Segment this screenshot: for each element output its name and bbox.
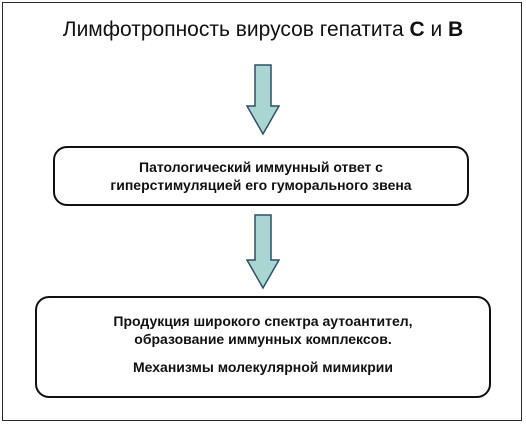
arrow-shape: [246, 64, 280, 136]
immune-response-box: Патологический иммунный ответ с гиперсти…: [53, 146, 469, 206]
title-text: Лимфотропность вирусов гепатита: [62, 18, 410, 41]
title-conjunction: и: [424, 18, 449, 41]
autoantibody-box: Продукция широкого спектра аутоантител, …: [35, 296, 491, 398]
arrow-shape: [246, 214, 280, 290]
title-letter-b: В: [448, 18, 464, 41]
autoantibody-line-1: Продукция широкого спектра аутоантител,: [113, 313, 413, 329]
title-letter-c: С: [409, 18, 425, 41]
arrow-down-icon-bottom: [246, 214, 280, 290]
autoantibody-line-2: образование иммунных комплексов.: [134, 331, 392, 347]
arrow-down-icon-top: [246, 64, 280, 136]
mimicry-line: Механизмы молекулярной мимикрии: [132, 359, 393, 375]
immune-response-line-2: гиперстимуляцией его гуморального звена: [110, 177, 412, 193]
slide-title: Лимфотропность вирусов гепатита С и В: [0, 18, 526, 42]
immune-response-line-1: Патологический иммунный ответ с: [139, 159, 383, 175]
